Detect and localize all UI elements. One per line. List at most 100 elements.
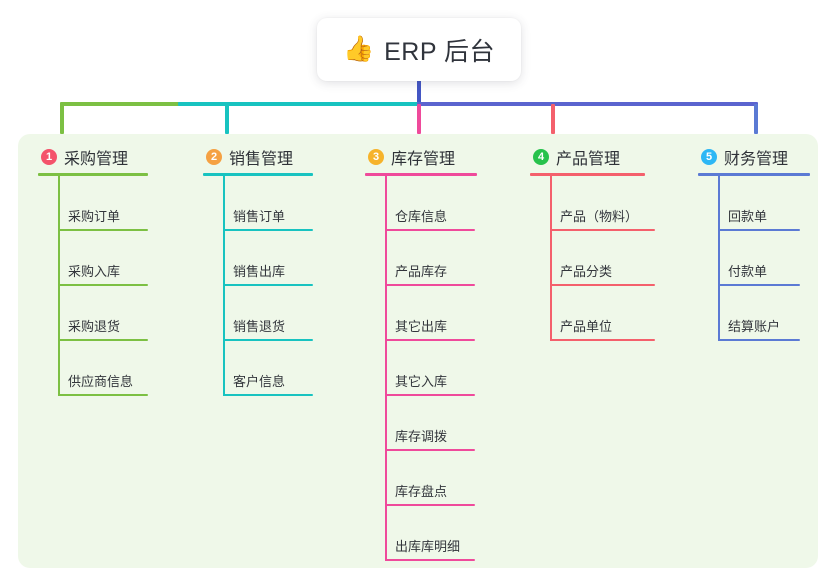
branch-header-rule (38, 173, 148, 176)
branch-title: 产品管理 (556, 151, 621, 168)
branch-item-rule (223, 394, 313, 396)
branch-item-label: 产品分类 (560, 264, 613, 279)
branch-item[interactable]: 库存调拨 (365, 396, 477, 451)
children-panel (18, 134, 818, 568)
branch-header-rule (698, 173, 810, 176)
branch-column-5: 5 财务管理回款单付款单结算账户 (698, 146, 810, 341)
branch-spine (58, 176, 60, 396)
branch-item-label: 采购退货 (68, 319, 121, 334)
branch-item[interactable]: 出库库明细 (365, 506, 477, 561)
branch-item-label: 采购入库 (68, 264, 121, 279)
branch-item-rule (550, 284, 655, 286)
branch-item-label: 销售出库 (233, 264, 286, 279)
branch-column-2: 2 销售管理销售订单销售出库销售退货客户信息 (203, 146, 313, 396)
branch-item-label: 产品库存 (395, 264, 448, 279)
branch-item-list: 回款单付款单结算账户 (698, 176, 810, 341)
branch-item-rule (58, 339, 148, 341)
branch-title: 采购管理 (64, 151, 129, 168)
branch-item-rule (385, 284, 475, 286)
branch-number-badge: 5 (701, 149, 717, 165)
bar-indigo (417, 102, 758, 106)
branch-item[interactable]: 采购入库 (38, 231, 148, 286)
branch-item-label: 产品（物料） (560, 209, 639, 224)
thumbs-up-icon: 👍 (342, 35, 375, 63)
branch-item-rule (550, 229, 655, 231)
branch-item-rule (550, 339, 655, 341)
branch-item[interactable]: 客户信息 (203, 341, 313, 396)
branch-item-label: 其它出库 (395, 319, 448, 334)
branch-item-label: 库存盘点 (395, 484, 448, 499)
branch-item-list: 采购订单采购入库采购退货供应商信息 (38, 176, 148, 396)
branch-item-rule (58, 284, 148, 286)
branch-item[interactable]: 采购退货 (38, 286, 148, 341)
branch-item-list: 销售订单销售出库销售退货客户信息 (203, 176, 313, 396)
branch-item-rule (385, 449, 475, 451)
branch-item-label: 产品单位 (560, 319, 613, 334)
branch-item-rule (223, 229, 313, 231)
branch-item[interactable]: 付款单 (698, 231, 810, 286)
root-node[interactable]: 👍 ERP 后台 (317, 18, 521, 81)
branch-item[interactable]: 仓库信息 (365, 176, 477, 231)
stub-col2 (225, 104, 229, 134)
branch-item[interactable]: 产品（物料） (530, 176, 655, 231)
branch-item[interactable]: 供应商信息 (38, 341, 148, 396)
root-node-title: ERP 后台 (384, 37, 496, 66)
branch-item-rule (58, 394, 148, 396)
branch-title: 财务管理 (724, 151, 789, 168)
branch-item-label: 出库库明细 (395, 539, 461, 554)
branch-header-5[interactable]: 5 财务管理 (698, 146, 810, 168)
root-connector-line (417, 80, 421, 104)
branch-item-rule (385, 339, 475, 341)
branch-item[interactable]: 结算账户 (698, 286, 810, 341)
bar-teal (178, 102, 420, 106)
branch-item[interactable]: 其它入库 (365, 341, 477, 396)
branch-item[interactable]: 产品分类 (530, 231, 655, 286)
branch-item-rule (718, 284, 800, 286)
branch-item-label: 供应商信息 (68, 374, 134, 389)
branch-item[interactable]: 销售退货 (203, 286, 313, 341)
branch-spine (223, 176, 225, 396)
branch-item-rule (385, 394, 475, 396)
branch-spine (718, 176, 720, 341)
branch-item-label: 客户信息 (233, 374, 286, 389)
branch-item[interactable]: 采购订单 (38, 176, 148, 231)
branch-item[interactable]: 产品库存 (365, 231, 477, 286)
branch-item[interactable]: 产品单位 (530, 286, 655, 341)
branch-item-label: 付款单 (728, 264, 768, 279)
branch-item-rule (385, 504, 475, 506)
branch-item-list: 仓库信息产品库存其它出库其它入库库存调拨库存盘点出库库明细 (365, 176, 477, 561)
branch-item-label: 结算账户 (728, 319, 781, 334)
bar-green (60, 102, 180, 106)
branch-number-badge: 2 (206, 149, 222, 165)
branch-item-rule (718, 339, 800, 341)
branch-item[interactable]: 销售订单 (203, 176, 313, 231)
branch-item-rule (223, 284, 313, 286)
branch-item-label: 库存调拨 (395, 429, 448, 444)
branch-item-label: 仓库信息 (395, 209, 448, 224)
stub-col4 (551, 104, 555, 134)
branch-header-rule (365, 173, 477, 176)
branch-spine (550, 176, 552, 341)
branch-title: 销售管理 (229, 151, 294, 168)
branch-item[interactable]: 库存盘点 (365, 451, 477, 506)
branch-item[interactable]: 其它出库 (365, 286, 477, 341)
stub-col5 (754, 104, 758, 134)
branch-item-list: 产品（物料） 产品分类产品单位 (530, 176, 655, 341)
stub-col3 (417, 104, 421, 134)
branch-item[interactable]: 回款单 (698, 176, 810, 231)
branch-item-rule (385, 559, 475, 561)
branch-item-label: 销售订单 (233, 209, 286, 224)
branch-number-badge: 3 (368, 149, 384, 165)
branch-header-rule (530, 173, 645, 176)
branch-header-2[interactable]: 2 销售管理 (203, 146, 313, 168)
branch-item[interactable]: 销售出库 (203, 231, 313, 286)
branch-header-rule (203, 173, 313, 176)
branch-item-label: 回款单 (728, 209, 768, 224)
branch-item-rule (718, 229, 800, 231)
